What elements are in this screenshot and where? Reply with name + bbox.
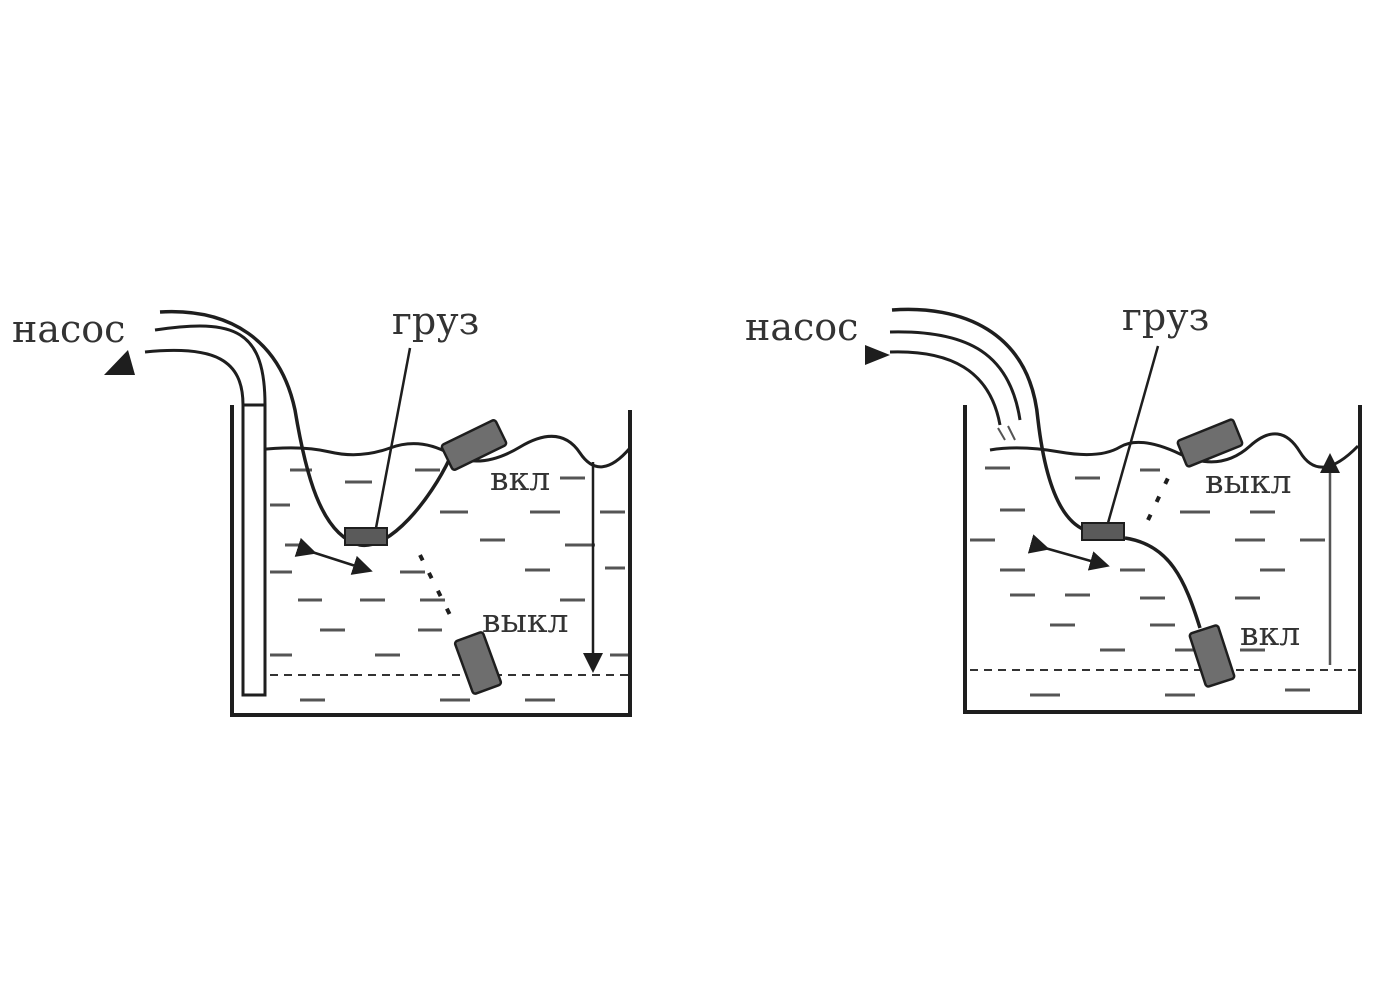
float-lower-right [1188, 624, 1236, 688]
upper-switch-label-right: выкл [1205, 462, 1291, 501]
float-path-dots-right [1146, 477, 1170, 521]
tank-left [230, 405, 632, 717]
float-cable-right [891, 307, 1086, 532]
upper-switch-label-left: вкл [490, 459, 550, 498]
pump-label-right: насос [745, 305, 858, 349]
water-dashes-left [270, 468, 628, 702]
weight-right [1081, 522, 1125, 541]
weight-pointer-right [1106, 345, 1160, 524]
float-cable-left [159, 309, 452, 547]
float-upper-left [440, 419, 508, 471]
lower-switch-label-right: вкл [1240, 614, 1300, 653]
float-upper-right [1176, 418, 1244, 468]
diagram-left: насос груз вкл выкл [12, 299, 632, 717]
pump-pipe-left [241, 403, 267, 697]
pump-outlet-arrow-left [104, 350, 135, 375]
float-path-dots-left [418, 554, 457, 626]
water-jet-right [997, 425, 1016, 441]
pump-hose-left-inner [154, 324, 267, 406]
pump-hose-right-outer [889, 350, 1002, 426]
pump-hose-right-inner [889, 330, 1022, 421]
float-cable-right-lower [1124, 536, 1202, 629]
weight-label-right: груз [1122, 295, 1209, 339]
water-dashes-right [970, 466, 1325, 697]
pump-hose-left-outer [144, 348, 245, 406]
weight-swing-arrow-right [1027, 534, 1110, 571]
diagram-right: насос груз выкл вкл [745, 295, 1362, 714]
lower-switch-label-left: выкл [482, 601, 568, 640]
weight-pointer-left [374, 347, 412, 529]
float-lower-left [453, 631, 503, 695]
weight-left [344, 527, 388, 546]
weight-swing-arrow-left [294, 537, 373, 575]
weight-label-left: груз [392, 299, 479, 343]
pump-inlet-arrow-right [865, 345, 890, 365]
tank-right [963, 405, 1362, 714]
water-surface-right [989, 432, 1360, 469]
pump-label-left: насос [12, 307, 125, 351]
